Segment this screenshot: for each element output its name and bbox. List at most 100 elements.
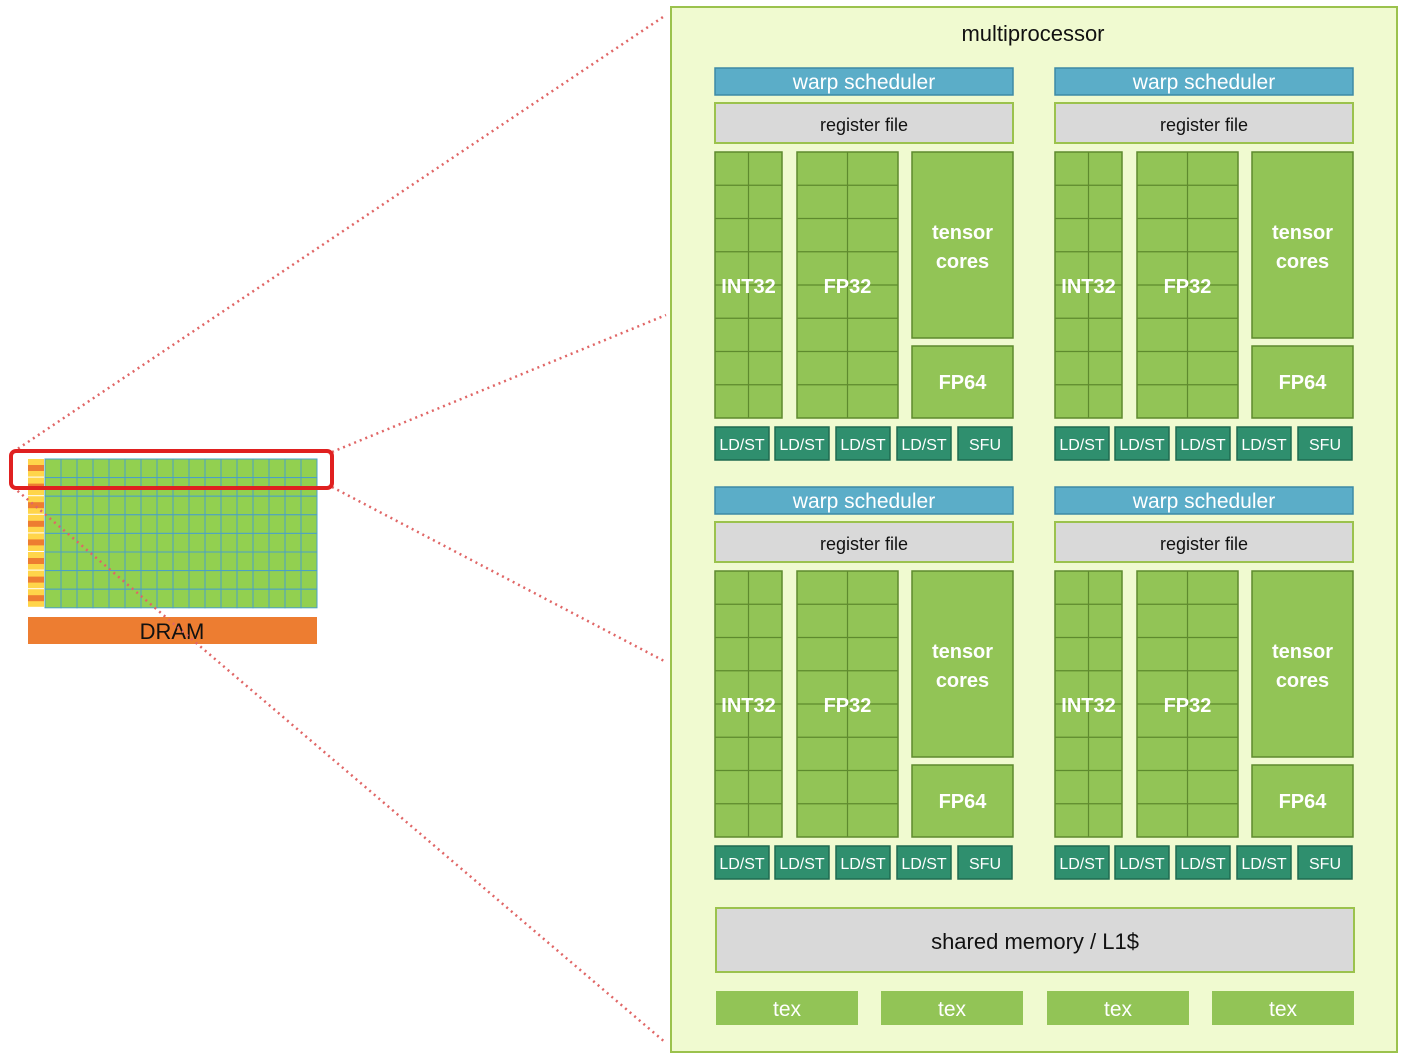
gpu-sm-cell [140, 588, 158, 609]
gpu-sm-cell [220, 551, 238, 572]
gpu-sm-cell [156, 495, 174, 516]
tensor-cores-label-line2: cores [936, 670, 989, 692]
gpu-sm-cell [156, 551, 174, 572]
register-file-label: register file [1160, 115, 1248, 135]
gpu-sm-cell [172, 570, 190, 590]
gpu-sm-cell [220, 514, 238, 534]
ldst-label: LD/ST [1059, 437, 1105, 454]
ldst-label: LD/ST [1241, 856, 1287, 873]
gpu-l2-slice-band [28, 558, 44, 564]
gpu-sm-cell [44, 551, 62, 572]
gpu-sm-cell [284, 458, 302, 479]
tensor-cores-block [1251, 151, 1354, 339]
gpu-sm-cell [204, 570, 222, 590]
gpu-sm-cell [236, 551, 254, 572]
gpu-sm-cell [300, 458, 318, 479]
fp64-block [1251, 345, 1354, 419]
multiprocessor-title: multiprocessor [961, 21, 1104, 46]
ldst-unit [835, 845, 891, 880]
warp-scheduler-label: warp scheduler [792, 71, 935, 94]
gpu-sm-cell [204, 514, 222, 534]
ldst-label: LD/ST [719, 856, 765, 873]
gpu-sm-cell [140, 570, 158, 590]
dram-label: DRAM [140, 619, 205, 644]
sfu-label: SFU [1309, 437, 1341, 454]
ldst-unit [1114, 426, 1170, 461]
gpu-sm-cell [172, 588, 190, 609]
gpu-sm-cell [300, 495, 318, 516]
ldst-label: LD/ST [1180, 437, 1226, 454]
gpu-sm-cell [60, 588, 78, 609]
gpu-sm-cell [268, 514, 286, 534]
ldst-unit [1054, 426, 1110, 461]
gpu-sm-cell [156, 514, 174, 534]
ldst-label: LD/ST [779, 437, 825, 454]
fp32-label: FP32 [1164, 276, 1212, 298]
warp-scheduler-box [1054, 67, 1354, 96]
tex-label: tex [773, 998, 802, 1021]
tensor-cores-label-line2: cores [1276, 670, 1329, 692]
gpu-sm-cell [108, 551, 126, 572]
gpu-sm-cell [44, 514, 62, 534]
sfu-unit [957, 845, 1013, 880]
sfu-label: SFU [1309, 856, 1341, 873]
ldst-unit [714, 845, 770, 880]
gpu-sm-cell [124, 570, 142, 590]
fp64-label: FP64 [939, 372, 988, 394]
fp64-label: FP64 [939, 791, 988, 813]
register-file-box [714, 102, 1014, 144]
ldst-unit [896, 426, 952, 461]
tex-unit [881, 991, 1023, 1025]
int32-label: INT32 [721, 695, 775, 717]
sfu-label: SFU [969, 437, 1001, 454]
gpu-sm-cell [204, 495, 222, 516]
sfu-unit [1297, 845, 1353, 880]
tensor-cores-label-line2: cores [936, 251, 989, 273]
gpu-sm-cell [236, 514, 254, 534]
ldst-unit [1175, 845, 1231, 880]
tensor-cores-label-line1: tensor [1272, 641, 1333, 663]
gpu-sm-cell [268, 495, 286, 516]
gpu-sm-cell [268, 570, 286, 590]
ldst-unit [1236, 845, 1292, 880]
gpu-sm-cell [236, 570, 254, 590]
gpu-sm-cell [284, 495, 302, 516]
gpu-sm-cell [220, 458, 238, 479]
tensor-cores-label-line1: tensor [932, 641, 993, 663]
gpu-sm-cell [124, 514, 142, 534]
gpu-sm-cell [60, 495, 78, 516]
gpu-sm-cell [300, 588, 318, 609]
gpu-sm-cell [76, 570, 94, 590]
register-file-label: register file [820, 115, 908, 135]
register-file-box [714, 521, 1014, 563]
ldst-unit [774, 845, 830, 880]
fp64-label: FP64 [1279, 791, 1328, 813]
gpu-sm-cell [220, 495, 238, 516]
gpu-sm-cell [156, 588, 174, 609]
tex-label: tex [1104, 998, 1133, 1021]
int32-label: INT32 [721, 276, 775, 298]
gpu-sm-cell [284, 514, 302, 534]
gpu-sm-cell [140, 458, 158, 479]
gpu-l2-slice-band [28, 502, 44, 509]
sfu-unit [1297, 426, 1353, 461]
gpu-sm-cell [108, 570, 126, 590]
gpu-sm-cell [268, 551, 286, 572]
gpu-sm-cell [44, 570, 62, 590]
gpu-sm-cell [188, 495, 206, 516]
gpu-sm-cell [252, 570, 270, 590]
gpu-sm-cell [92, 514, 110, 534]
gpu-l2-slice-band [28, 520, 44, 527]
fp64-label: FP64 [1279, 372, 1328, 394]
ldst-unit [1175, 426, 1231, 461]
gpu-sm-cell [236, 495, 254, 516]
gpu-sm-cell [140, 514, 158, 534]
sfu-unit [957, 426, 1013, 461]
gpu-sm-cell [60, 458, 78, 479]
gpu-sm-cell [220, 570, 238, 590]
gpu-sm-cell [44, 495, 62, 516]
